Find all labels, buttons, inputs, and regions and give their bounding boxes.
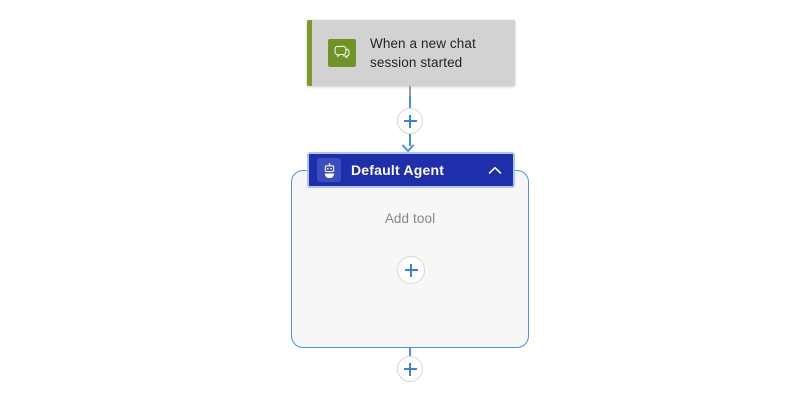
connector-line-bottom <box>409 347 411 358</box>
agent-header-selection-ring: Default Agent <box>307 152 515 188</box>
arrow-down-icon <box>402 140 414 152</box>
add-tool-placeholder-label: Add tool <box>384 211 436 226</box>
plus-icon <box>403 114 417 128</box>
chevron-up-icon[interactable] <box>488 163 502 177</box>
trigger-node-label: When a new chat session started <box>370 34 476 72</box>
add-tool-button[interactable] <box>397 256 425 284</box>
add-step-after-agent-button[interactable] <box>397 356 423 382</box>
plus-icon <box>404 263 418 277</box>
connector-line-upper <box>409 96 411 110</box>
plus-icon <box>403 362 417 376</box>
trigger-accent-bar <box>307 20 312 86</box>
trigger-label-line-1: When a new chat <box>370 36 476 51</box>
trigger-label-line-2: session started <box>370 55 463 70</box>
default-agent-header[interactable]: Default Agent <box>309 154 513 186</box>
chat-bubble-icon <box>328 39 356 67</box>
connector-line-trigger-stub <box>409 86 411 100</box>
add-step-between-trigger-and-agent-button[interactable] <box>397 108 423 134</box>
connector-line-lower <box>409 134 411 146</box>
robot-icon <box>317 158 341 182</box>
agent-title: Default Agent <box>351 162 445 178</box>
trigger-node[interactable]: When a new chat session started <box>307 20 515 86</box>
